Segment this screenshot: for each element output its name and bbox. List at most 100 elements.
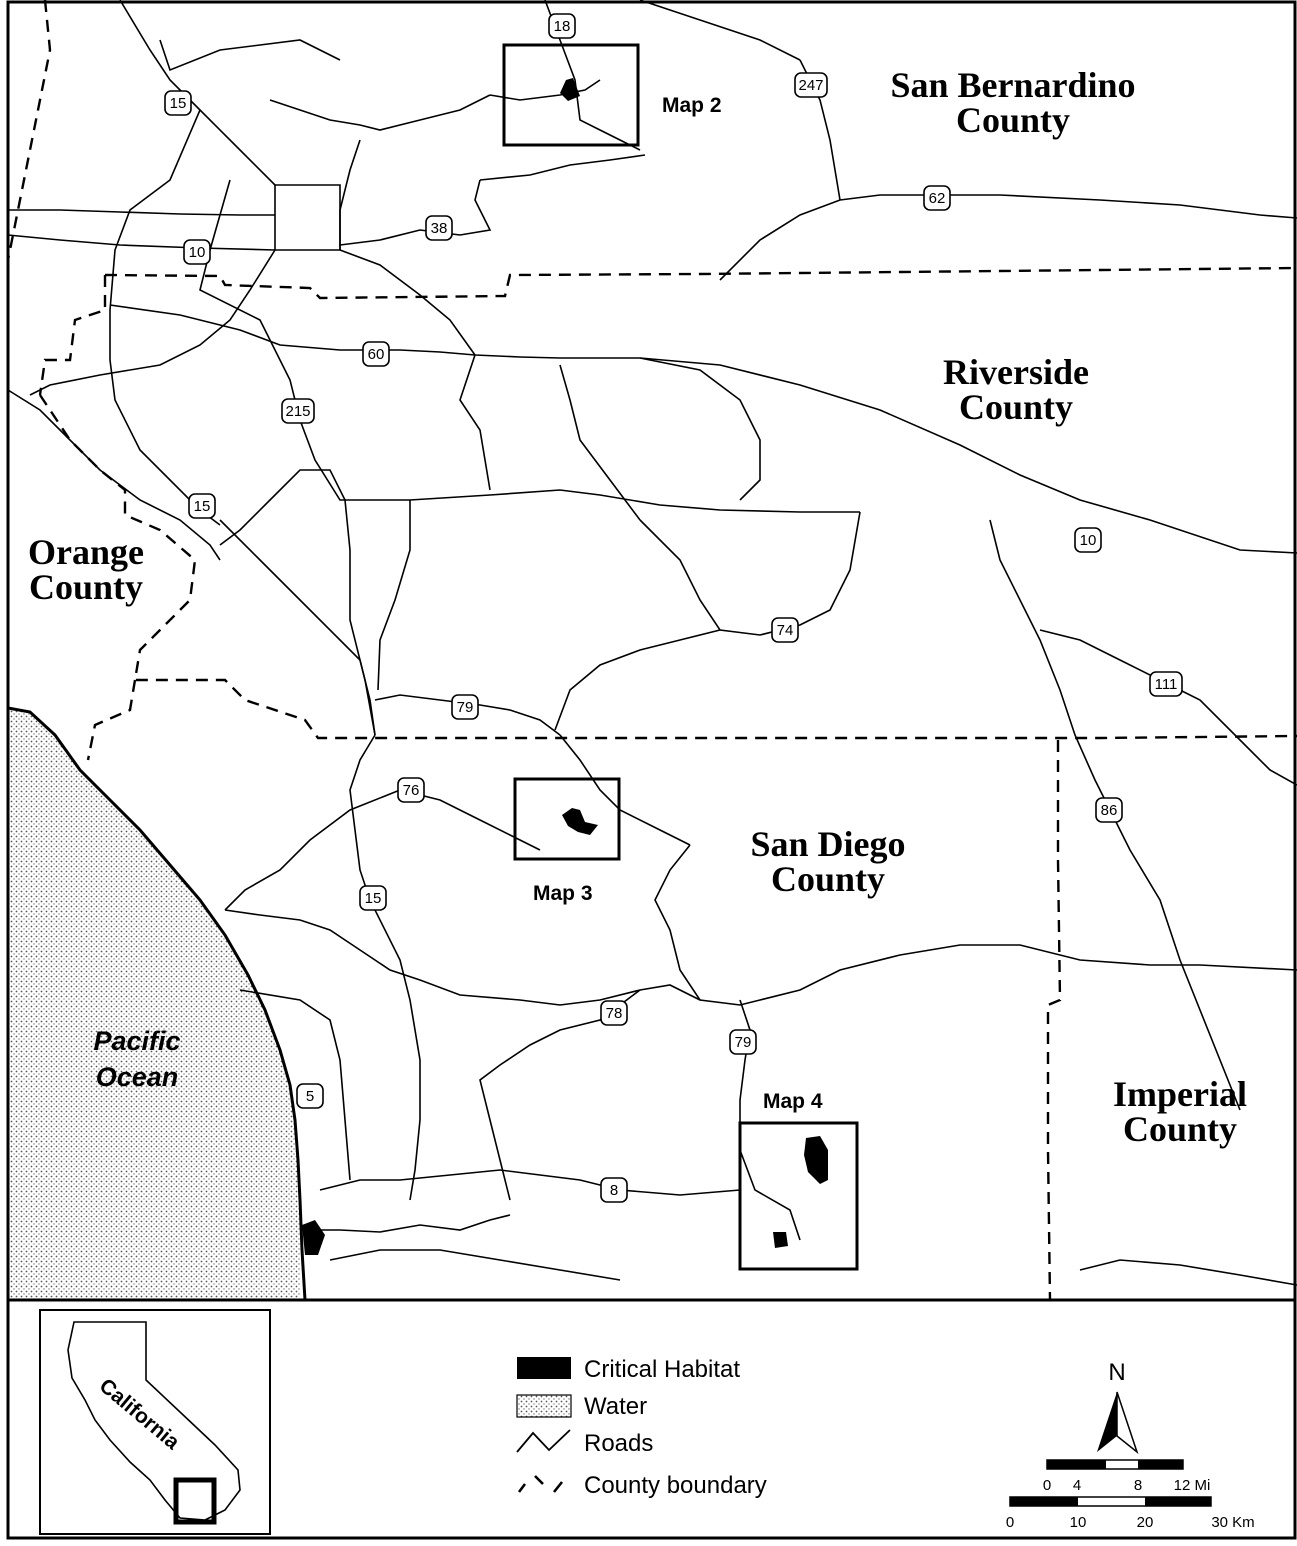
shield-outline — [771, 617, 799, 643]
road — [374, 694, 561, 736]
road — [199, 179, 860, 513]
shield-number: 74 — [777, 622, 794, 639]
shield-number: 10 — [189, 244, 206, 261]
shield-outline — [425, 215, 453, 241]
highway-shield-86: 86 — [1095, 797, 1123, 823]
shield-number: 247 — [798, 77, 823, 94]
road — [300, 1214, 511, 1233]
road — [554, 629, 721, 731]
north-arrow-right — [1116, 1391, 1139, 1455]
north-arrow-left — [1097, 1392, 1117, 1452]
legend: Critical Habitat Water Roads County boun… — [516, 1356, 767, 1499]
highway-shield-15: 15 — [359, 885, 387, 911]
critical-habitat-map3 — [562, 808, 598, 835]
pacific-ocean-water — [8, 708, 300, 1300]
county-boundary — [1046, 740, 1062, 1301]
critical-habitat-map4-north — [804, 1136, 828, 1184]
county-boundary — [86, 679, 137, 761]
road — [339, 139, 361, 250]
shield-number: 15 — [194, 498, 211, 515]
road — [639, 511, 861, 636]
shield-number: 111 — [1155, 676, 1178, 693]
road — [654, 844, 1297, 1006]
scale-km-tick-0: 0 — [1006, 1514, 1014, 1531]
shield-number: 8 — [610, 1182, 618, 1199]
shield-outline — [600, 1177, 628, 1203]
highway-shield-62: 62 — [923, 185, 951, 211]
highway-shield-60: 60 — [362, 341, 390, 367]
map3-label: Map 3 — [533, 882, 593, 905]
shield-number: 60 — [368, 346, 385, 363]
county-label-san-diego-line2: County — [771, 859, 885, 899]
road — [459, 354, 491, 491]
scale-mi-end: 12 Mi — [1174, 1477, 1211, 1494]
road — [544, 0, 641, 151]
road — [639, 0, 801, 61]
shield-outline — [296, 1083, 324, 1109]
legend-panel — [6, 1298, 1297, 1540]
highway-shield-15: 15 — [188, 493, 216, 519]
legend-swatch-roads — [516, 1429, 571, 1453]
locator-inset: California — [39, 1309, 271, 1535]
highway-shield-215: 215 — [281, 398, 315, 424]
scale-km-tick-10: 10 — [1070, 1514, 1087, 1531]
scale-bar-km-seg3 — [1145, 1497, 1211, 1506]
legend-label-county-boundary: County boundary — [584, 1472, 767, 1499]
highway-shield-10: 10 — [183, 239, 211, 265]
scale-bar-miles-seg3 — [1138, 1460, 1183, 1469]
shield-outline — [362, 341, 390, 367]
county-label-san-bernardino-line2: County — [956, 100, 1070, 140]
shield-outline — [548, 13, 576, 39]
critical-habitat-map4-south — [773, 1232, 788, 1248]
map3-frame — [513, 777, 621, 861]
road — [479, 989, 641, 1201]
road — [109, 304, 1297, 554]
highway-shield-74: 74 — [771, 617, 799, 643]
road — [269, 94, 491, 131]
shield-outline — [923, 185, 951, 211]
road — [274, 184, 341, 251]
county-label-san-diego: San Diego — [750, 824, 905, 864]
map2-frame — [502, 43, 640, 147]
road — [224, 909, 701, 1006]
legend-label-water: Water — [584, 1393, 647, 1420]
road — [339, 179, 492, 246]
highway-shield-111: 111 — [1149, 671, 1183, 697]
county-boundary — [6, 0, 52, 261]
highway-shield-15: 15 — [164, 90, 192, 116]
highway-shield-10: 10 — [1074, 527, 1102, 553]
county-label-orange-line2: County — [29, 567, 143, 607]
county-label-riverside-line2: County — [959, 387, 1073, 427]
shield-number: 76 — [403, 782, 420, 799]
shield-number: 215 — [285, 403, 310, 420]
shield-outline — [794, 72, 828, 98]
legend-swatch-water — [516, 1394, 572, 1418]
shield-outline — [164, 90, 192, 116]
county-label-orange: Orange — [28, 532, 144, 572]
county-label-riverside: Riverside — [943, 352, 1089, 392]
scale-km-end: 30 Km — [1211, 1514, 1254, 1531]
highway-shield-247: 247 — [794, 72, 828, 98]
road — [1039, 629, 1297, 786]
road — [339, 249, 476, 356]
county-label-imperial: Imperial — [1113, 1074, 1247, 1114]
map4-label: Map 4 — [763, 1090, 823, 1113]
map2-label: Map 2 — [662, 94, 722, 117]
county-boundary — [39, 394, 1297, 740]
road — [399, 789, 541, 851]
road — [719, 194, 1297, 281]
county-boundary — [38, 275, 107, 396]
coastline — [7, 706, 307, 1301]
shield-number: 15 — [170, 95, 187, 112]
highway-shields: 1815247623810602151510741117976158678795… — [164, 13, 1183, 1203]
highway-shield-76: 76 — [397, 777, 425, 803]
shield-number: 62 — [929, 190, 946, 207]
road — [219, 519, 376, 736]
shield-outline — [188, 493, 216, 519]
road — [489, 79, 601, 101]
ocean-label-line2: Ocean — [96, 1062, 179, 1092]
shield-outline — [397, 777, 425, 803]
county-boundaries — [6, 0, 1297, 1301]
shield-outline — [451, 694, 479, 720]
